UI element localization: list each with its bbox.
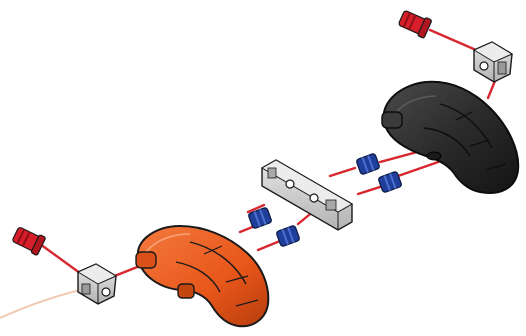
blue-pin-4 [276,225,300,247]
square-connector-bottom [78,264,116,304]
black-shell [382,82,518,193]
center-rod [262,160,352,230]
square-connector-top [474,42,512,82]
orange-shell [136,226,268,326]
corner-arc [0,290,80,318]
red-pin-top [397,8,432,38]
red-pin-bottom [11,225,46,256]
blue-pin-2 [378,171,402,193]
blue-pin-1 [356,153,380,175]
